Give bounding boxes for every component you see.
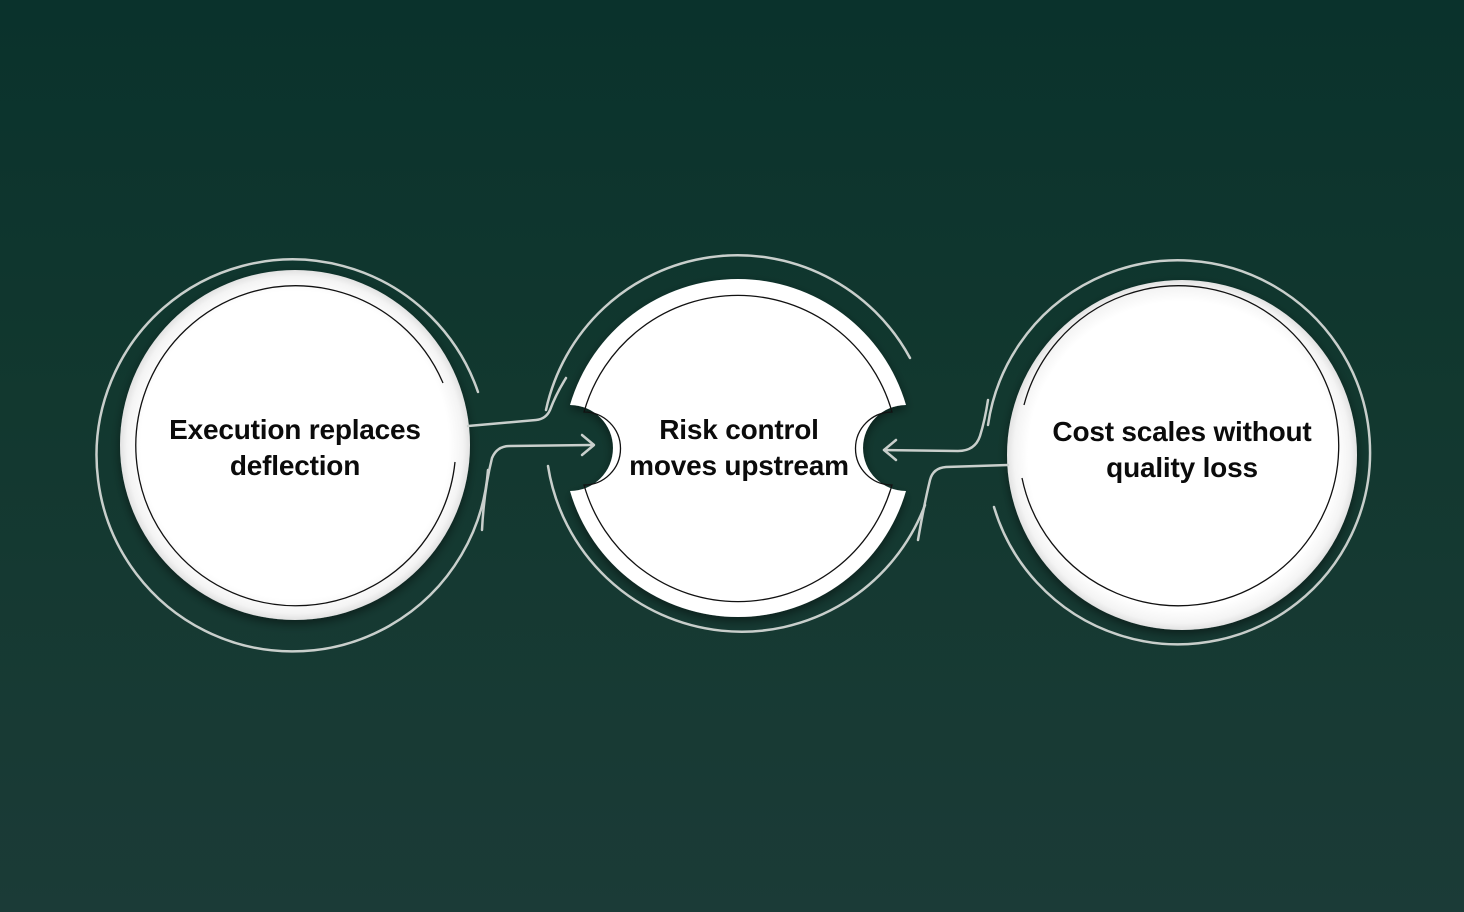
node-label-center-line-1: Risk control (659, 414, 819, 445)
node-label-left: Execution replaces deflection (145, 412, 445, 484)
outer-ring-center-top (544, 254, 912, 412)
node-right (986, 259, 1372, 646)
node-disc-center (570, 279, 906, 617)
inner-ring-right (1021, 285, 1340, 607)
node-label-center-line-2: moves upstream (629, 450, 849, 481)
node-label-right-line-2: quality loss (1106, 452, 1258, 483)
node-disc-left (120, 270, 470, 620)
connector-line-upper-left (466, 376, 568, 428)
inner-ring-center (583, 294, 893, 603)
connector-right-to-center (882, 398, 1010, 542)
outer-ring-left (95, 258, 490, 653)
connector-arrow-line-left (480, 443, 594, 532)
node-disc-right (1007, 280, 1357, 630)
node-label-center: Risk control moves upstream (589, 412, 889, 484)
connector-arrow-line-right (882, 398, 990, 453)
node-label-right: Cost scales without quality loss (1032, 414, 1332, 486)
node-label-left-line-2: deflection (229, 450, 361, 481)
outer-ring-right (986, 259, 1372, 646)
connector-left-to-center (466, 376, 596, 532)
node-center (544, 254, 927, 633)
node-label-left-line-1: Execution replaces (169, 414, 421, 445)
node-label-right-line-1: Cost scales without (1052, 416, 1312, 447)
right-arrow-icon (580, 433, 596, 457)
inner-ring-left (135, 285, 456, 607)
connector-line-lower-right (916, 463, 1010, 542)
node-left (95, 258, 490, 653)
left-arrow-icon (882, 438, 898, 462)
outer-ring-center-bottom (546, 464, 927, 633)
